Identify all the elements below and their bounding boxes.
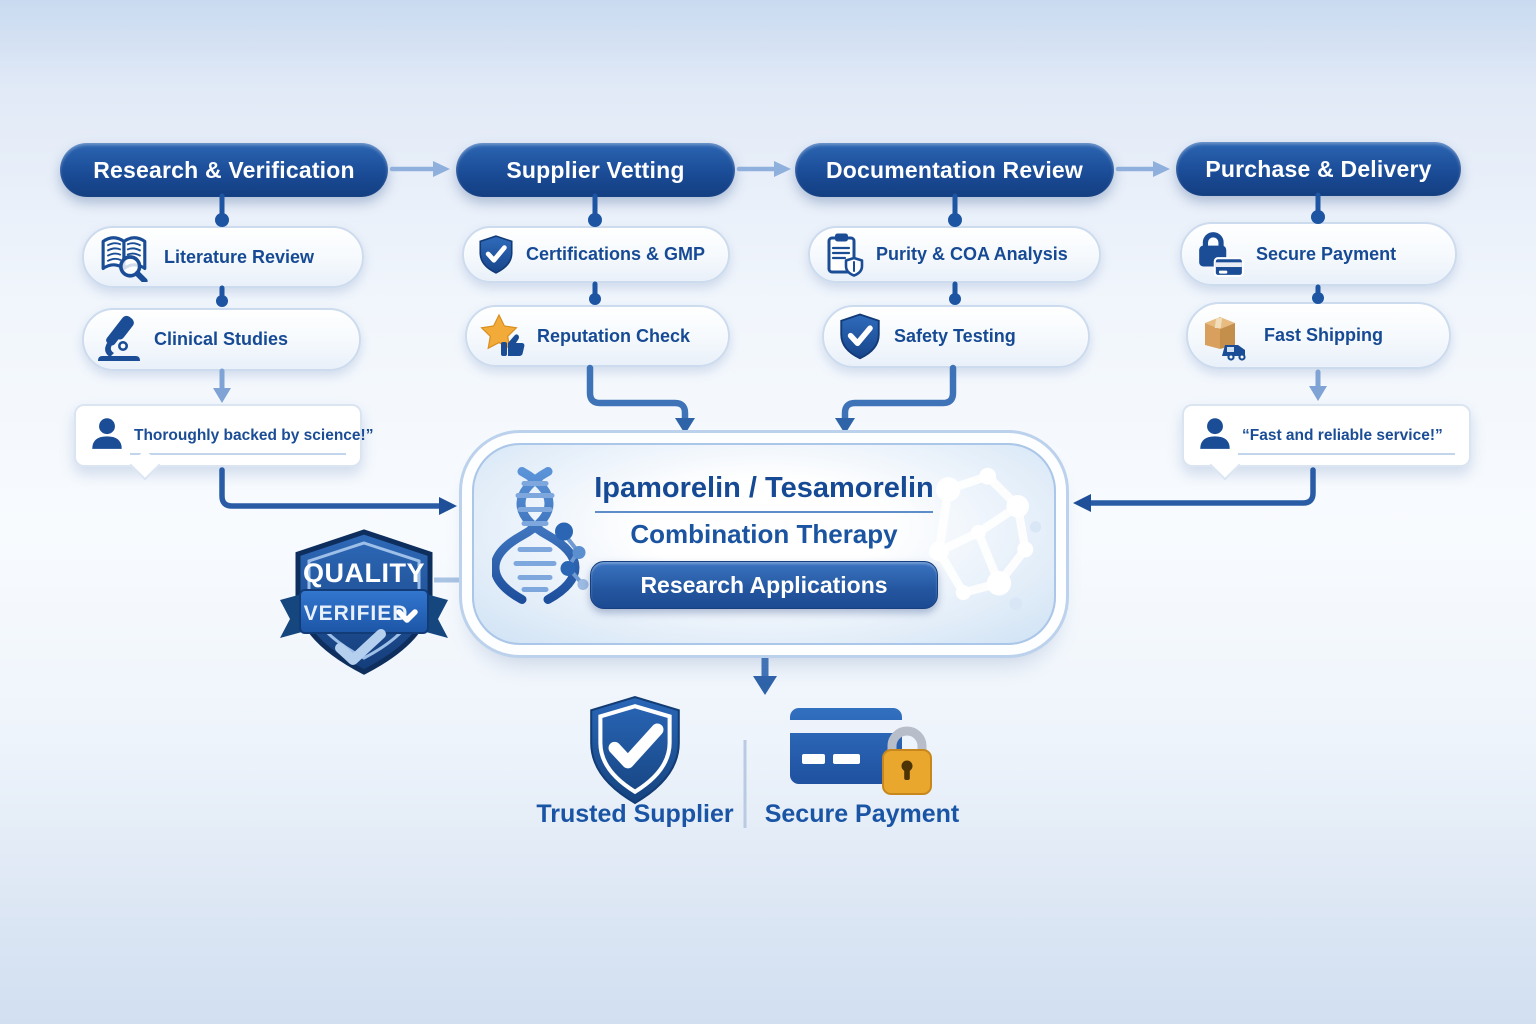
stage-header-label: Supplier Vetting xyxy=(506,156,685,183)
step-label: Reputation Check xyxy=(537,325,691,346)
testimonial-research: Thoroughly backed by science!” xyxy=(74,404,373,467)
quote-underline xyxy=(130,453,346,455)
stage-header-supplier-vetting: Supplier Vetting xyxy=(456,143,735,197)
step-reputation-check: Reputation Check xyxy=(465,305,730,367)
column-stub xyxy=(215,192,1325,307)
book-magnifier-icon xyxy=(97,232,153,282)
badge-check-icon xyxy=(335,629,386,665)
clipboard-shield-icon xyxy=(823,232,865,278)
dna-helix-icon xyxy=(490,463,592,633)
person-icon xyxy=(90,416,124,455)
person-icon xyxy=(1198,416,1232,455)
shield-check-icon xyxy=(477,234,515,276)
testimonial-elbow-arrow xyxy=(219,467,1316,515)
trusted-supplier-label: Trusted Supplier xyxy=(536,800,734,828)
trusted-supplier-shield-icon xyxy=(584,694,686,811)
testimonial-delivery: “Fast and reliable service!” xyxy=(1182,404,1471,467)
center-inflow-arrow xyxy=(586,364,957,434)
testimonial-arrow xyxy=(213,368,1327,403)
product-card: Ipamorelin / Tesamorelin Combination The… xyxy=(472,443,1056,645)
microscope-icon xyxy=(97,315,143,365)
step-secure-payment: Secure Payment xyxy=(1180,222,1457,286)
testimonial-text: Thoroughly backed by science!” xyxy=(134,426,374,444)
stage-header-label: Research & Verification xyxy=(93,156,355,183)
step-label: Safety Testing xyxy=(894,326,1016,346)
stage-header-label: Purchase & Delivery xyxy=(1205,155,1432,182)
package-truck-icon xyxy=(1201,311,1253,361)
header-arrow xyxy=(389,161,1170,177)
stage-header-research-verification: Research & Verification xyxy=(60,143,388,197)
molecule-structure-icon xyxy=(922,455,1044,632)
shield-check-icon xyxy=(837,312,883,362)
step-label: Clinical Studies xyxy=(154,329,289,349)
testimonial-text: “Fast and reliable service!” xyxy=(1242,426,1443,444)
quality-verified-badge: QUALITY VERIFIED xyxy=(280,529,448,675)
step-certifications-gmp: Certifications & GMP xyxy=(462,226,730,283)
quote-underline xyxy=(1238,453,1455,455)
badge-ribbon xyxy=(280,589,448,638)
step-safety-testing: Safety Testing xyxy=(822,305,1090,368)
step-label: Literature Review xyxy=(164,246,315,267)
research-applications-button[interactable]: Research Applications xyxy=(590,561,938,610)
star-thumbs-up-icon xyxy=(480,313,526,359)
step-purity-coa-analysis: Purity & COA Analysis xyxy=(808,226,1101,283)
center-outflow-arrow xyxy=(753,654,777,695)
badge-line1: QUALITY xyxy=(303,558,425,588)
secure-payment-label: Secure Payment xyxy=(764,800,960,828)
badge-line2: VERIFIED xyxy=(304,602,409,625)
step-label: Certifications & GMP xyxy=(526,244,706,264)
lock-credit-card-icon xyxy=(1195,230,1245,278)
stage-header-documentation-review: Documentation Review xyxy=(795,143,1114,197)
credit-card-lock-icon xyxy=(788,702,938,805)
step-label: Secure Payment xyxy=(1256,243,1397,264)
title-divider xyxy=(595,510,933,513)
step-label: Purity & COA Analysis xyxy=(876,244,1068,264)
chevron-down-icon xyxy=(396,609,418,623)
product-title: Ipamorelin / Tesamorelin xyxy=(594,472,934,504)
stage-header-purchase-delivery: Purchase & Delivery xyxy=(1176,142,1461,196)
product-subtitle: Combination Therapy xyxy=(630,518,898,549)
step-label: Fast Shipping xyxy=(1264,325,1383,345)
stage-header-label: Documentation Review xyxy=(825,156,1084,183)
